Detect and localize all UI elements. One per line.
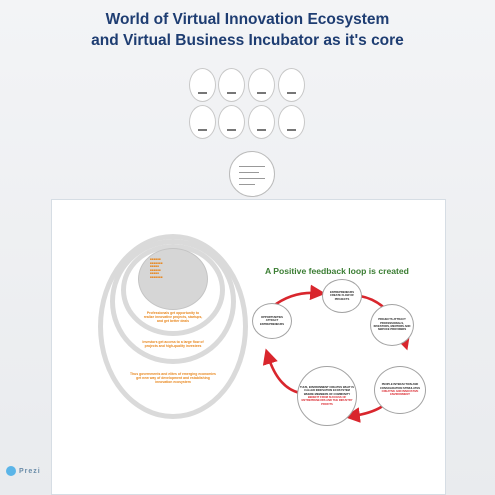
slide-thumbnail[interactable] [189,105,216,139]
slide-thumbnail[interactable] [248,68,275,102]
slide-thumbnail[interactable] [248,105,275,139]
prezi-brand: Prezi [19,467,41,475]
loop-node-text: ENTREPRENEURS CREATE FLOW OF PROJECTS [329,291,355,301]
loop-node-text: PROJECTS ATTRACT PROFESSIONALS, INVESTOR… [373,318,411,332]
loop-node-opportunities: OPPORTUNITIES ATTRACT ENTREPRENEURS [252,303,292,339]
loop-node-text: OPPORTUNITIES ATTRACT ENTREPRENEURS [259,316,285,326]
loop-node-projects: PROJECTS ATTRACT PROFESSIONALS, INVESTOR… [370,304,414,346]
loop-node-text: PEOPLE INTERACTION AND CONSOLIDATION STI… [379,383,421,390]
middle-circle-text: Investors get access to a large flow of … [142,340,204,348]
slide-thumbnail[interactable] [278,68,305,102]
loop-node-ecosystem: THUS, ENVIRONMENT CREATES WHAT IS CALLED… [297,366,357,426]
slide-thumbnail[interactable] [218,105,245,139]
core-circle [138,248,208,310]
loop-node-interaction: PEOPLE INTERACTION AND CONSOLIDATION STI… [374,366,426,414]
slide-thumbnail[interactable] [218,68,245,102]
loop-node-text: THUS, ENVIRONMENT CREATES WHAT IS CALLED… [300,386,354,396]
loop-node-highlight: CREATIVE AND INNOVATIVE ENVIRONMENT [381,390,419,397]
feedback-loop-title: A Positive feedback loop is created [265,266,409,276]
slide-thumbnail[interactable] [278,105,305,139]
slide-thumbnail[interactable] [189,68,216,102]
loop-node-highlight: BENEFIT FROM SUCCESS OF ENTREPRENEURS AN… [301,396,353,406]
prezi-logo[interactable]: Prezi [6,466,41,476]
core-list: ■■■■■■■■■■■■■■■■■■■■■■■■■■■■■■■■■■■■ [150,257,163,279]
overview-hub-thumbnail[interactable] [229,151,275,197]
page-title: World of Virtual Innovation Ecosystem an… [0,9,495,51]
loop-node-entrepreneurs: ENTREPRENEURS CREATE FLOW OF PROJECTS [322,279,362,313]
outer-circle-text: Thus governments and elites of emerging … [130,372,216,384]
inner-circle-text: Professionals get opportunity to realize… [143,311,203,323]
title-line-1: World of Virtual Innovation Ecosystem [105,11,390,28]
prezi-logo-icon [6,466,16,476]
title-line-2: and Virtual Business Incubator as it's c… [91,32,404,49]
